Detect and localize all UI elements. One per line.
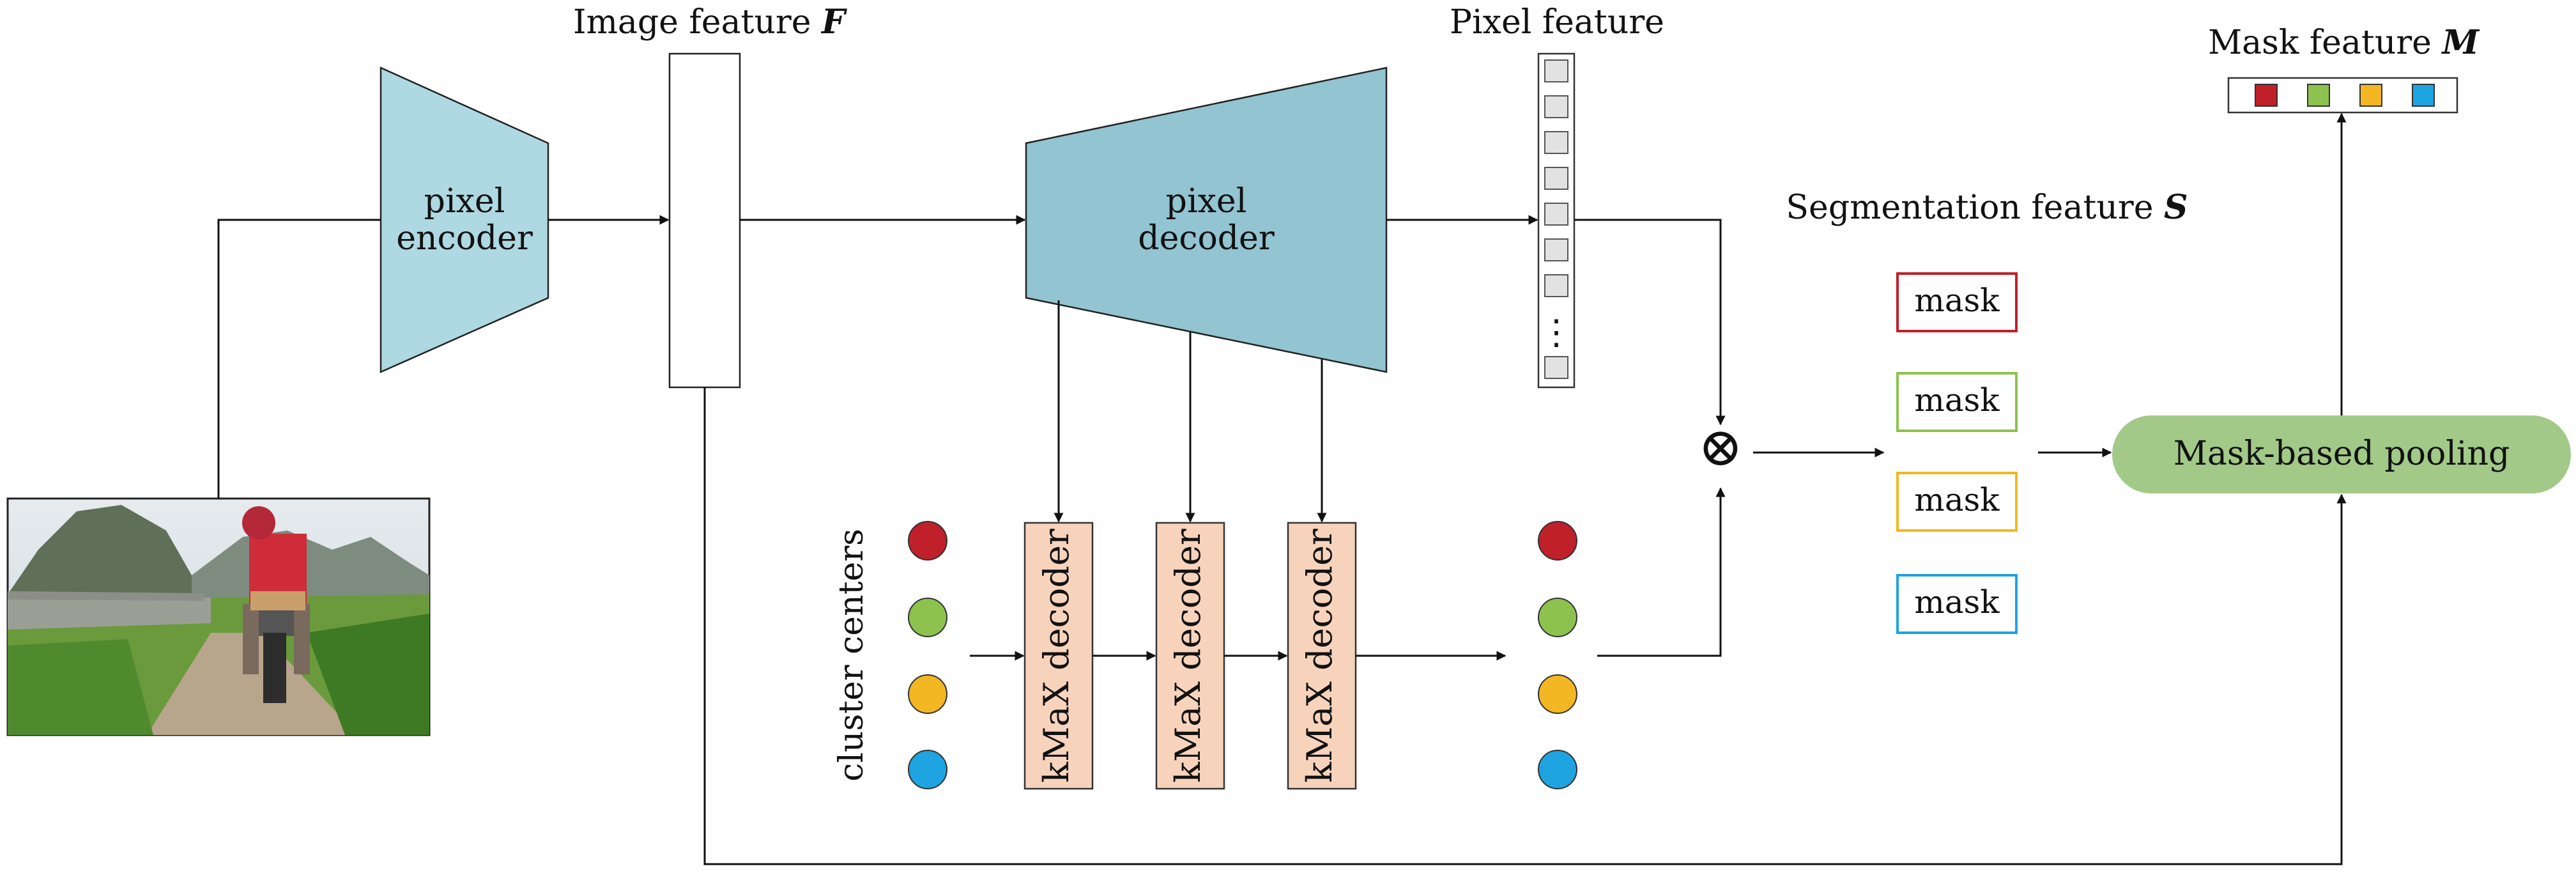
cluster-center-green bbox=[908, 598, 947, 637]
kmax-decoder-label: kMaX decoder bbox=[1300, 529, 1340, 783]
multiply-symbol: ⊗ bbox=[1698, 415, 1743, 478]
cluster-center-blue bbox=[908, 750, 947, 789]
pixel-encoder-shape bbox=[379, 66, 549, 373]
pixel-encoder-label-line1: pixel bbox=[424, 182, 505, 221]
pixel-feature-ellipsis: ⋮ bbox=[1539, 312, 1574, 352]
kmax-decoder-1: kMaX decoder bbox=[1023, 522, 1094, 790]
image-feature-block bbox=[668, 52, 741, 389]
pixel-feature-title: Pixel feature bbox=[1450, 3, 1664, 42]
mask-feature-symbol: M bbox=[2441, 23, 2480, 62]
kmax-decoder-2: kMaX decoder bbox=[1155, 522, 1225, 790]
cluster-centers-label: cluster centers bbox=[832, 529, 871, 782]
mask-feature-cell-yellow bbox=[2359, 84, 2382, 107]
output-center-yellow bbox=[1538, 674, 1577, 714]
pixel-decoder-label-line1: pixel bbox=[1166, 182, 1247, 221]
mask-feature-title: Mask feature M bbox=[2208, 23, 2480, 62]
mask-label: mask bbox=[1914, 481, 2000, 518]
pixel-decoder-label-line2: decoder bbox=[1138, 219, 1275, 258]
mask-based-pooling-block bbox=[2112, 415, 2571, 493]
kmax-decoder-label: kMaX decoder bbox=[1036, 529, 1077, 783]
segmentation-feature-symbol: S bbox=[2164, 188, 2188, 227]
image-feature-title: Image feature F bbox=[573, 3, 847, 42]
mask-based-pooling-label: Mask-based pooling bbox=[2174, 435, 2510, 473]
output-center-red bbox=[1538, 521, 1577, 561]
mask-label: mask bbox=[1914, 282, 2000, 319]
mask-label: mask bbox=[1914, 382, 2000, 419]
input-photo bbox=[6, 497, 431, 736]
image-feature-symbol: F bbox=[820, 3, 847, 42]
output-center-blue bbox=[1538, 750, 1577, 789]
mask-feature-cell-blue bbox=[2412, 84, 2435, 107]
kmax-decoder-label: kMaX decoder bbox=[1168, 529, 1208, 783]
connectors bbox=[217, 112, 2347, 865]
mask-feature-cell-red bbox=[2255, 84, 2278, 107]
pixel-feature-cells bbox=[1544, 59, 1568, 379]
cluster-center-red bbox=[908, 521, 947, 561]
output-center-green bbox=[1538, 598, 1577, 637]
mask-label: mask bbox=[1914, 584, 2000, 621]
mask-box-yellow: mask bbox=[1896, 472, 2018, 532]
mask-feature-cell-green bbox=[2307, 84, 2330, 107]
pixel-encoder-label-line2: encoder bbox=[396, 219, 533, 258]
cluster-center-yellow bbox=[908, 674, 947, 714]
segmentation-feature-title: Segmentation feature S bbox=[1786, 188, 2188, 227]
mask-box-red: mask bbox=[1896, 272, 2018, 332]
pixel-decoder-shape bbox=[1025, 66, 1388, 373]
kmax-decoder-3: kMaX decoder bbox=[1287, 522, 1357, 790]
mask-box-green: mask bbox=[1896, 372, 2018, 432]
mask-box-blue: mask bbox=[1896, 574, 2018, 634]
